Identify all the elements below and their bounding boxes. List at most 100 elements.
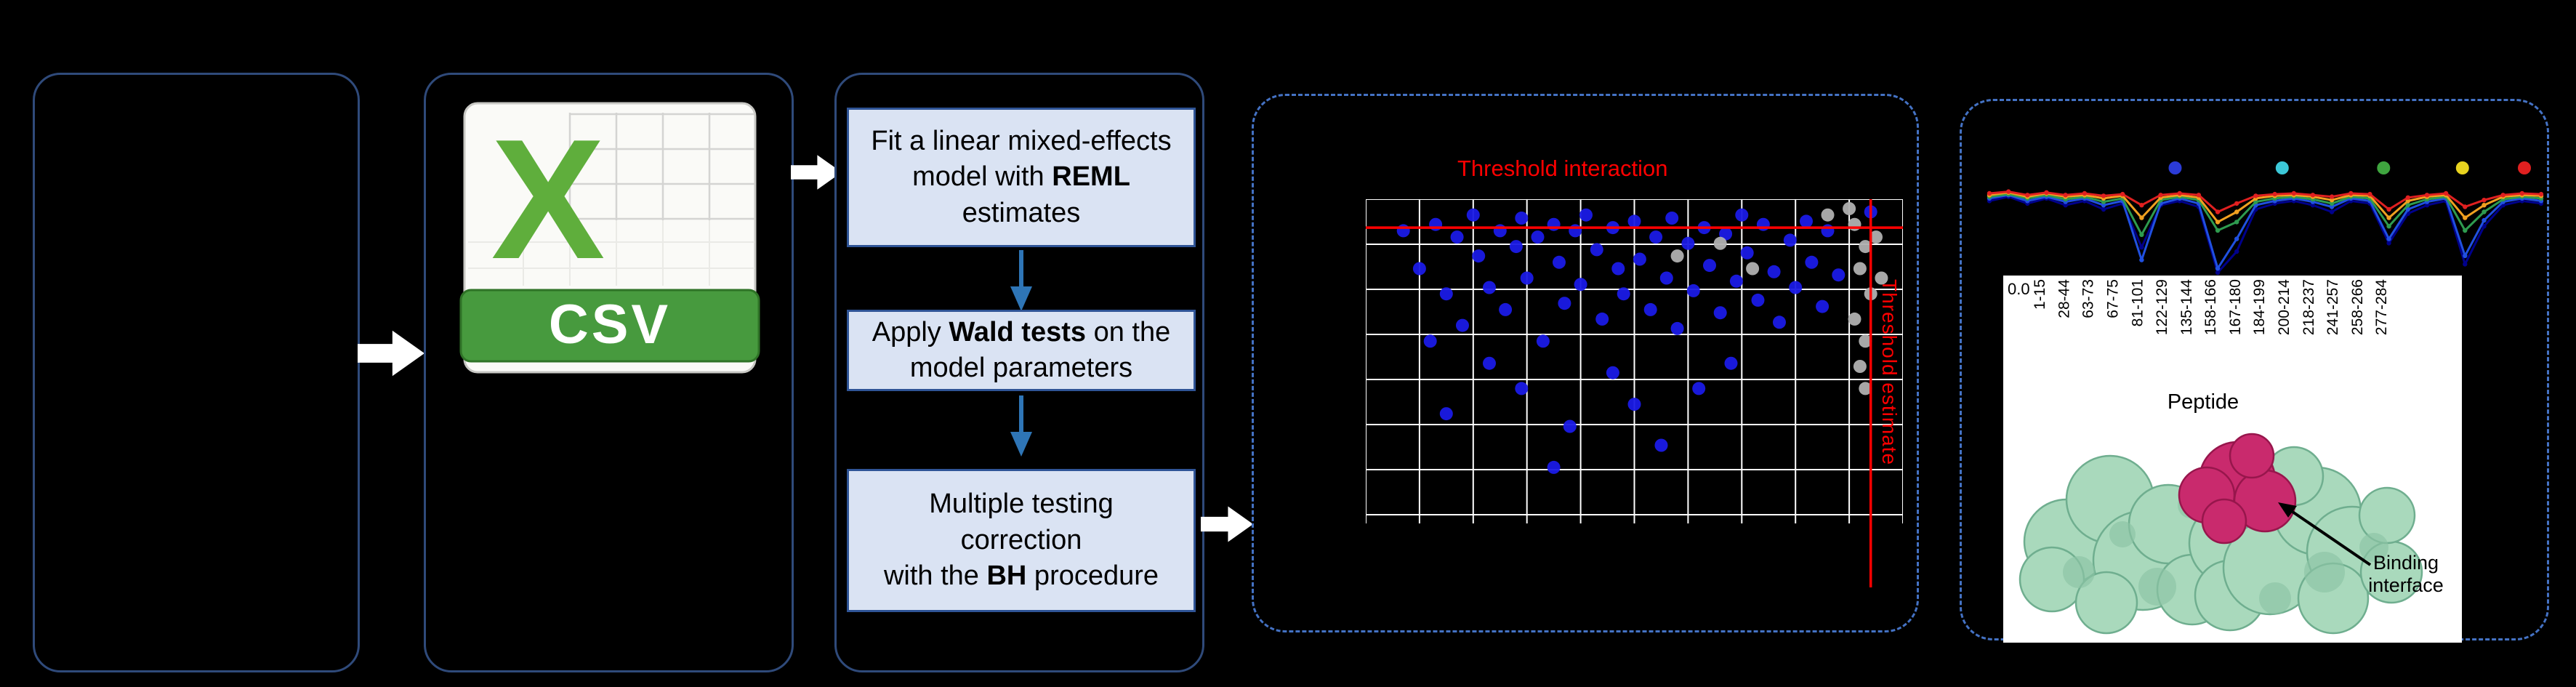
scatter-point-significant bbox=[1450, 230, 1464, 244]
uptake-marker bbox=[2519, 190, 2524, 196]
csv-file-icon: X CSV bbox=[459, 102, 760, 374]
scatter-point-significant bbox=[1483, 356, 1496, 370]
uptake-marker bbox=[2386, 215, 2391, 220]
scatter-point-significant bbox=[1439, 407, 1453, 421]
uptake-marker bbox=[2329, 194, 2335, 199]
uptake-marker bbox=[2386, 206, 2391, 212]
uptake-marker bbox=[1987, 190, 1992, 196]
uptake-marker bbox=[2272, 191, 2277, 197]
arrow-head bbox=[1010, 432, 1032, 457]
uptake-marker bbox=[2234, 249, 2239, 254]
uptake-marker bbox=[2386, 224, 2391, 229]
binding-interface-label: Binding interface bbox=[2368, 552, 2444, 597]
scatter-point-significant bbox=[1531, 230, 1545, 244]
uptake-marker bbox=[2234, 236, 2239, 241]
uptake-marker bbox=[2348, 190, 2354, 196]
uptake-marker bbox=[2310, 203, 2316, 208]
arrow-shape bbox=[791, 155, 842, 190]
uptake-marker bbox=[2215, 220, 2221, 225]
scatter-point-significant bbox=[1590, 243, 1603, 257]
scatter-point-nonsignificant bbox=[1848, 217, 1861, 231]
arrow-shape bbox=[358, 330, 424, 377]
uptake-marker bbox=[2139, 203, 2144, 208]
scatter-point-significant bbox=[1692, 382, 1706, 395]
uptake-marker bbox=[2405, 203, 2410, 208]
uptake-marker bbox=[2386, 236, 2391, 241]
uptake-marker bbox=[2120, 191, 2125, 197]
scatter-point-significant bbox=[1429, 217, 1443, 231]
flow-step-text: Multiple testing correction with the BH … bbox=[878, 486, 1164, 594]
scatter-point-significant bbox=[1832, 268, 1846, 282]
uptake-marker bbox=[2234, 201, 2239, 206]
scatter-point-significant bbox=[1611, 262, 1625, 276]
scatter-point-significant bbox=[1773, 316, 1786, 329]
scatter-point-significant bbox=[1740, 246, 1754, 260]
scatter-point-significant bbox=[1509, 240, 1523, 254]
panel-volcano-plot: Threshold interaction Threshold estimate bbox=[1252, 94, 1919, 632]
csv-banner-label: CSV bbox=[549, 294, 671, 355]
scatter-point-significant bbox=[1767, 265, 1781, 278]
uptake-marker bbox=[2463, 215, 2468, 220]
uptake-marker bbox=[2463, 262, 2468, 267]
uptake-marker bbox=[2234, 220, 2239, 225]
peptide-axis-title: Peptide bbox=[2167, 390, 2239, 414]
scatter-point-significant bbox=[1724, 356, 1738, 370]
text-segment: on the model parameters bbox=[909, 316, 1171, 383]
scatter-point-nonsignificant bbox=[1869, 230, 1883, 244]
flow-step-text: Fit a linear mixed-effects model with RE… bbox=[849, 124, 1194, 231]
csv-banner bbox=[459, 289, 760, 363]
excel-x-glyph: X bbox=[491, 103, 605, 294]
uptake-marker bbox=[2329, 209, 2335, 214]
scatter-point-significant bbox=[1805, 255, 1819, 269]
uptake-marker bbox=[2006, 189, 2011, 194]
uptake-marker bbox=[2482, 198, 2487, 203]
spreadsheet-grid-faint bbox=[468, 220, 754, 286]
uptake-marker bbox=[2177, 190, 2182, 196]
scatter-point-significant bbox=[1789, 281, 1803, 294]
uptake-marker bbox=[2082, 190, 2088, 196]
text-bold-segment: BH bbox=[986, 561, 1027, 592]
scatter-point-nonsignificant bbox=[1875, 271, 1888, 285]
scatter-point-nonsignificant bbox=[1859, 240, 1872, 254]
text-bold-segment: REML bbox=[1052, 161, 1130, 193]
uptake-marker bbox=[2424, 203, 2430, 208]
uptake-marker bbox=[2386, 241, 2391, 246]
scatter-point-significant bbox=[1439, 287, 1453, 301]
scatter-point-significant bbox=[1627, 214, 1641, 228]
scatter-point-significant bbox=[1816, 300, 1830, 313]
arrow-head bbox=[1010, 286, 1032, 311]
legend-dot bbox=[2275, 161, 2289, 174]
scatter-point-significant bbox=[1643, 302, 1657, 316]
threshold-estimate-label: Threshold estimate bbox=[1878, 279, 1901, 466]
flow-step-wald: Apply Wald tests on the model parameters bbox=[847, 310, 1196, 391]
uptake-marker bbox=[2101, 203, 2106, 208]
flow-arrow-icon bbox=[358, 330, 424, 377]
arrow-line bbox=[2291, 510, 2372, 566]
uptake-marker bbox=[2405, 198, 2410, 204]
scatter-point-significant bbox=[1483, 281, 1496, 294]
uptake-marker bbox=[2215, 266, 2221, 271]
uptake-marker bbox=[2482, 217, 2487, 223]
uptake-marker bbox=[2538, 191, 2544, 197]
scatter-point-significant bbox=[1563, 419, 1577, 433]
scatter-point-significant bbox=[1579, 208, 1593, 222]
uptake-marker bbox=[2101, 206, 2106, 212]
uptake-line-red bbox=[1989, 190, 2542, 213]
protein-structure bbox=[2018, 433, 2423, 635]
arrow-shaft bbox=[1019, 250, 1023, 289]
scatter-point-significant bbox=[1686, 284, 1700, 297]
uptake-line-blue bbox=[1989, 193, 2542, 270]
uptake-marker bbox=[2482, 203, 2487, 208]
scatter-point-significant bbox=[1396, 224, 1410, 238]
panel-input bbox=[33, 73, 360, 672]
scatter-point-significant bbox=[1515, 382, 1529, 395]
uptake-marker bbox=[2443, 190, 2449, 196]
uptake-marker bbox=[2063, 203, 2068, 208]
scatter-point-nonsignificant bbox=[1821, 208, 1835, 222]
uptake-marker bbox=[2139, 257, 2144, 262]
scatter-point-significant bbox=[1456, 318, 1469, 332]
scatter-point-significant bbox=[1735, 208, 1749, 222]
uptake-marker bbox=[2139, 232, 2144, 237]
scatter-point-significant bbox=[1520, 271, 1534, 285]
